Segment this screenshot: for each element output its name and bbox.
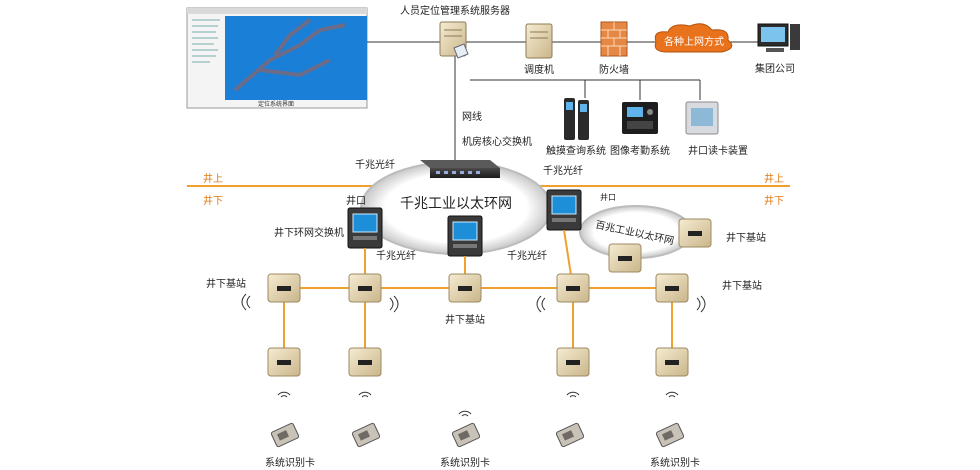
base-station-icon <box>348 347 382 377</box>
card-reader-label: 井口读卡装置 <box>688 144 748 157</box>
wifi-icon <box>566 391 580 398</box>
attendance-terminal-icon <box>622 102 658 134</box>
base-station-center-label: 井下基站 <box>445 313 485 326</box>
base-station-icon <box>655 273 689 303</box>
computer-icon <box>757 23 800 52</box>
firewall-label: 防火墙 <box>599 63 629 76</box>
base-station-right-top-label: 井下基站 <box>726 231 766 244</box>
server-icon <box>439 21 469 59</box>
screen-caption: 定位系统界面 <box>258 100 294 108</box>
gigabit-fiber-bottom-left: 千兆光纤 <box>376 249 416 262</box>
above-ground-right: 井上 <box>764 172 784 185</box>
signal-arcs <box>241 293 706 313</box>
internet-cloud-icon <box>654 23 733 53</box>
gigabit-fiber-top-right: 千兆光纤 <box>543 164 583 177</box>
base-station-left-label: 井下基站 <box>206 277 246 290</box>
mine-tunnel-map-icon <box>233 18 346 92</box>
id-card-left-label: 系统识别卡 <box>265 456 315 469</box>
base-station-icon <box>678 218 712 248</box>
underground-switch-right-icon <box>546 189 582 231</box>
id-card-icon <box>451 422 481 448</box>
server-label: 人员定位管理系统服务器 <box>400 4 510 17</box>
underground-switch-label: 井下环网交换机 <box>274 226 344 239</box>
id-card-icon <box>655 422 685 448</box>
core-switch-icon <box>420 160 500 178</box>
base-station-icon <box>267 273 301 303</box>
gigabit-fiber-bottom-right: 千兆光纤 <box>507 249 547 262</box>
below-ground-right: 井下 <box>764 194 784 207</box>
network-cloud-label: 各种上网方式 <box>664 35 724 48</box>
above-ground-left: 井上 <box>203 172 223 185</box>
wifi-icon <box>277 391 291 398</box>
firewall-icon <box>600 21 628 57</box>
network-cable-label: 网线 <box>462 110 482 123</box>
base-station-icon <box>556 347 590 377</box>
touch-query-label: 触摸查询系统 <box>546 144 606 157</box>
underground-switch-bottom-icon <box>447 215 483 257</box>
card-reader-icon <box>685 101 719 135</box>
base-station-right-label: 井下基站 <box>722 279 762 292</box>
base-station-icon <box>267 347 301 377</box>
wellhead-right-label: 井口 <box>600 192 616 202</box>
touch-kiosk-icon <box>564 98 589 140</box>
dispatcher-label: 调度机 <box>524 63 554 76</box>
base-station-icon <box>608 243 642 273</box>
id-card-right-label: 系统识别卡 <box>650 456 700 469</box>
base-station-icon <box>556 273 590 303</box>
id-card-icon <box>351 422 381 448</box>
id-card-center-label: 系统识别卡 <box>440 456 490 469</box>
gigabit-ring-label: 千兆工业以太环网 <box>400 196 512 212</box>
id-card-icon <box>555 422 585 448</box>
id-card-icon <box>270 422 300 448</box>
below-ground-left: 井下 <box>203 194 223 207</box>
dispatcher-icon <box>525 23 553 59</box>
location-system-screenshot: 定位系统界面 <box>186 7 368 109</box>
group-company-label: 集团公司 <box>755 62 795 75</box>
wifi-icon <box>358 391 372 398</box>
wellhead-left-label: 井口 <box>346 194 366 207</box>
underground-switch-left-icon <box>347 207 383 249</box>
gigabit-fiber-top-left: 千兆光纤 <box>355 158 395 171</box>
wifi-icon <box>665 391 679 398</box>
base-station-icon <box>655 347 689 377</box>
image-attendance-label: 图像考勤系统 <box>610 144 670 157</box>
base-station-icon <box>348 273 382 303</box>
wifi-icon <box>458 410 472 417</box>
base-station-icon <box>448 273 482 303</box>
core-switch-label: 机房核心交换机 <box>462 135 532 148</box>
